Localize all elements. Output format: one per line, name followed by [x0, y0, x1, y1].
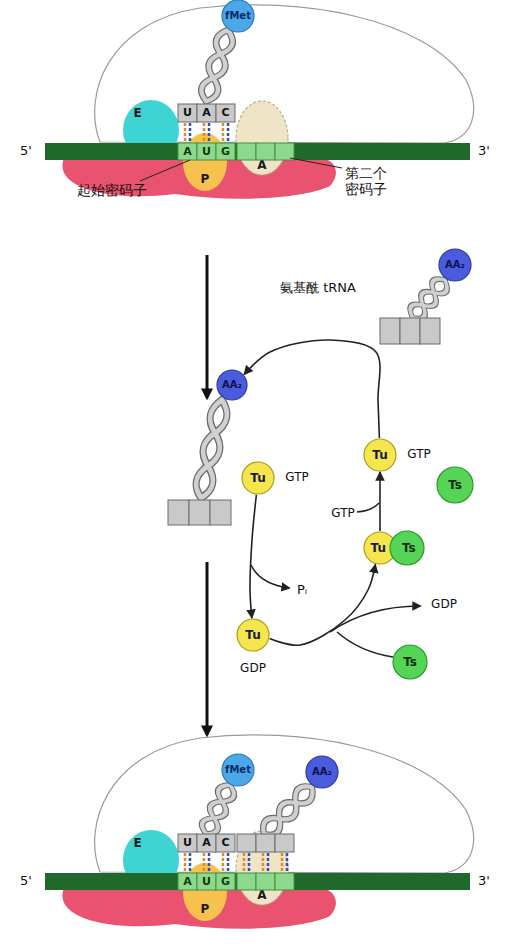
ef-tu-circle: Tu [363, 438, 397, 472]
ef-tu-circle: Tu [236, 618, 270, 652]
node-shape [393, 645, 427, 679]
base-letter: A [183, 146, 192, 159]
node-label: Tu [372, 449, 387, 461]
step-arrow [206, 562, 209, 735]
node-label: Ts [402, 542, 416, 554]
molecule-label: Pᵢ [297, 583, 307, 598]
node-shape [217, 370, 247, 400]
release-arrow [330, 606, 420, 632]
amino-acid-circle: AA₂ [438, 248, 472, 282]
node-shape [306, 756, 338, 788]
node-label: AA₂ [445, 260, 465, 270]
node-label: AA₂ [312, 767, 332, 777]
cycle-arrow [244, 340, 380, 438]
ef-ts-circle: Ts [436, 466, 474, 504]
anticodon-boxes [380, 318, 440, 344]
node-label: Ts [403, 656, 417, 668]
node-shape [222, 0, 254, 32]
ef-ts-circle: Ts [392, 644, 428, 680]
entry-line [337, 632, 393, 657]
node-shape [222, 754, 254, 786]
molecule-label: GDP [240, 662, 266, 676]
amino-acid-circle: fMet [221, 0, 255, 33]
mrna-strand [45, 143, 470, 160]
trna-body [198, 28, 236, 104]
amino-acid-circle: AA₂ [216, 369, 248, 401]
base-letter: C [221, 837, 229, 850]
base-letter: G [221, 876, 230, 889]
molecule-label: GTP [285, 471, 308, 485]
base-letter: U [202, 876, 211, 889]
node-shape [437, 467, 473, 503]
strand-end: 3' [478, 874, 490, 889]
anticodon-boxes [178, 834, 294, 852]
node-label: Tu [245, 629, 260, 641]
amino-acid-circle: fMet [221, 753, 255, 787]
node-shape [236, 831, 288, 905]
node-label: E [134, 107, 142, 119]
node-shape [439, 249, 471, 281]
strand-end: 3' [478, 144, 490, 159]
base-letter: A [202, 107, 211, 120]
base-letter: U [202, 146, 211, 159]
anticodon-boxes [178, 104, 235, 122]
node-shape [390, 531, 424, 565]
molecule-label: GDP [431, 598, 457, 612]
entry-line [357, 503, 379, 512]
trna-body [258, 781, 318, 840]
molecule-label: 氨基酰 tRNA [280, 281, 356, 296]
node-shape [237, 619, 269, 651]
molecule-label: GTP [407, 448, 430, 462]
leader-line [140, 160, 190, 181]
trna-body [193, 398, 230, 499]
step-arrow [206, 255, 209, 398]
cycle-arrow [379, 472, 381, 531]
base-letter: A [183, 876, 192, 889]
base-letter: C [221, 107, 229, 120]
amino-acid-circle: AA₂ [305, 755, 339, 789]
node-label: P [201, 173, 210, 185]
node-shape [183, 133, 227, 191]
node-shape [364, 439, 396, 471]
ef-tu-circle: Tu [241, 461, 275, 495]
callout-text: 第二个密码子 [343, 165, 389, 197]
trna-body [199, 781, 238, 837]
cycle-arrow [250, 495, 256, 618]
anticodon-boxes [168, 500, 231, 525]
node-label: Tu [250, 472, 265, 484]
strand-end: 5' [20, 144, 32, 159]
node-shape [242, 462, 274, 494]
node-label: P [201, 903, 210, 915]
release-arrow [251, 565, 289, 588]
node-shape [123, 100, 179, 160]
trna-body [406, 275, 451, 323]
node-shape [236, 101, 288, 175]
strand-end: 5' [20, 874, 32, 889]
node-label: E [134, 837, 142, 849]
molecule-label: GTP [331, 507, 354, 521]
ribosome [62, 5, 473, 199]
leader-line [290, 158, 342, 168]
mrna-strand [45, 873, 470, 890]
ef-ts-circle: Ts [389, 530, 425, 566]
node-label: fMet [225, 765, 251, 775]
node-shape [183, 863, 227, 921]
node-shape [123, 830, 179, 890]
cycle-arrow [270, 564, 376, 645]
base-letter: U [183, 107, 192, 120]
node-label: fMet [225, 11, 251, 21]
base-letter: A [202, 837, 211, 850]
node-label: AA₂ [222, 380, 242, 390]
callout-text: 起始密码子 [77, 182, 147, 198]
ribosome [62, 735, 473, 929]
node-label: Tu [371, 542, 386, 554]
base-letter: G [221, 146, 230, 159]
ribosome-site: A [235, 100, 289, 176]
base-letter: U [183, 837, 192, 850]
node-label: Ts [448, 479, 462, 491]
